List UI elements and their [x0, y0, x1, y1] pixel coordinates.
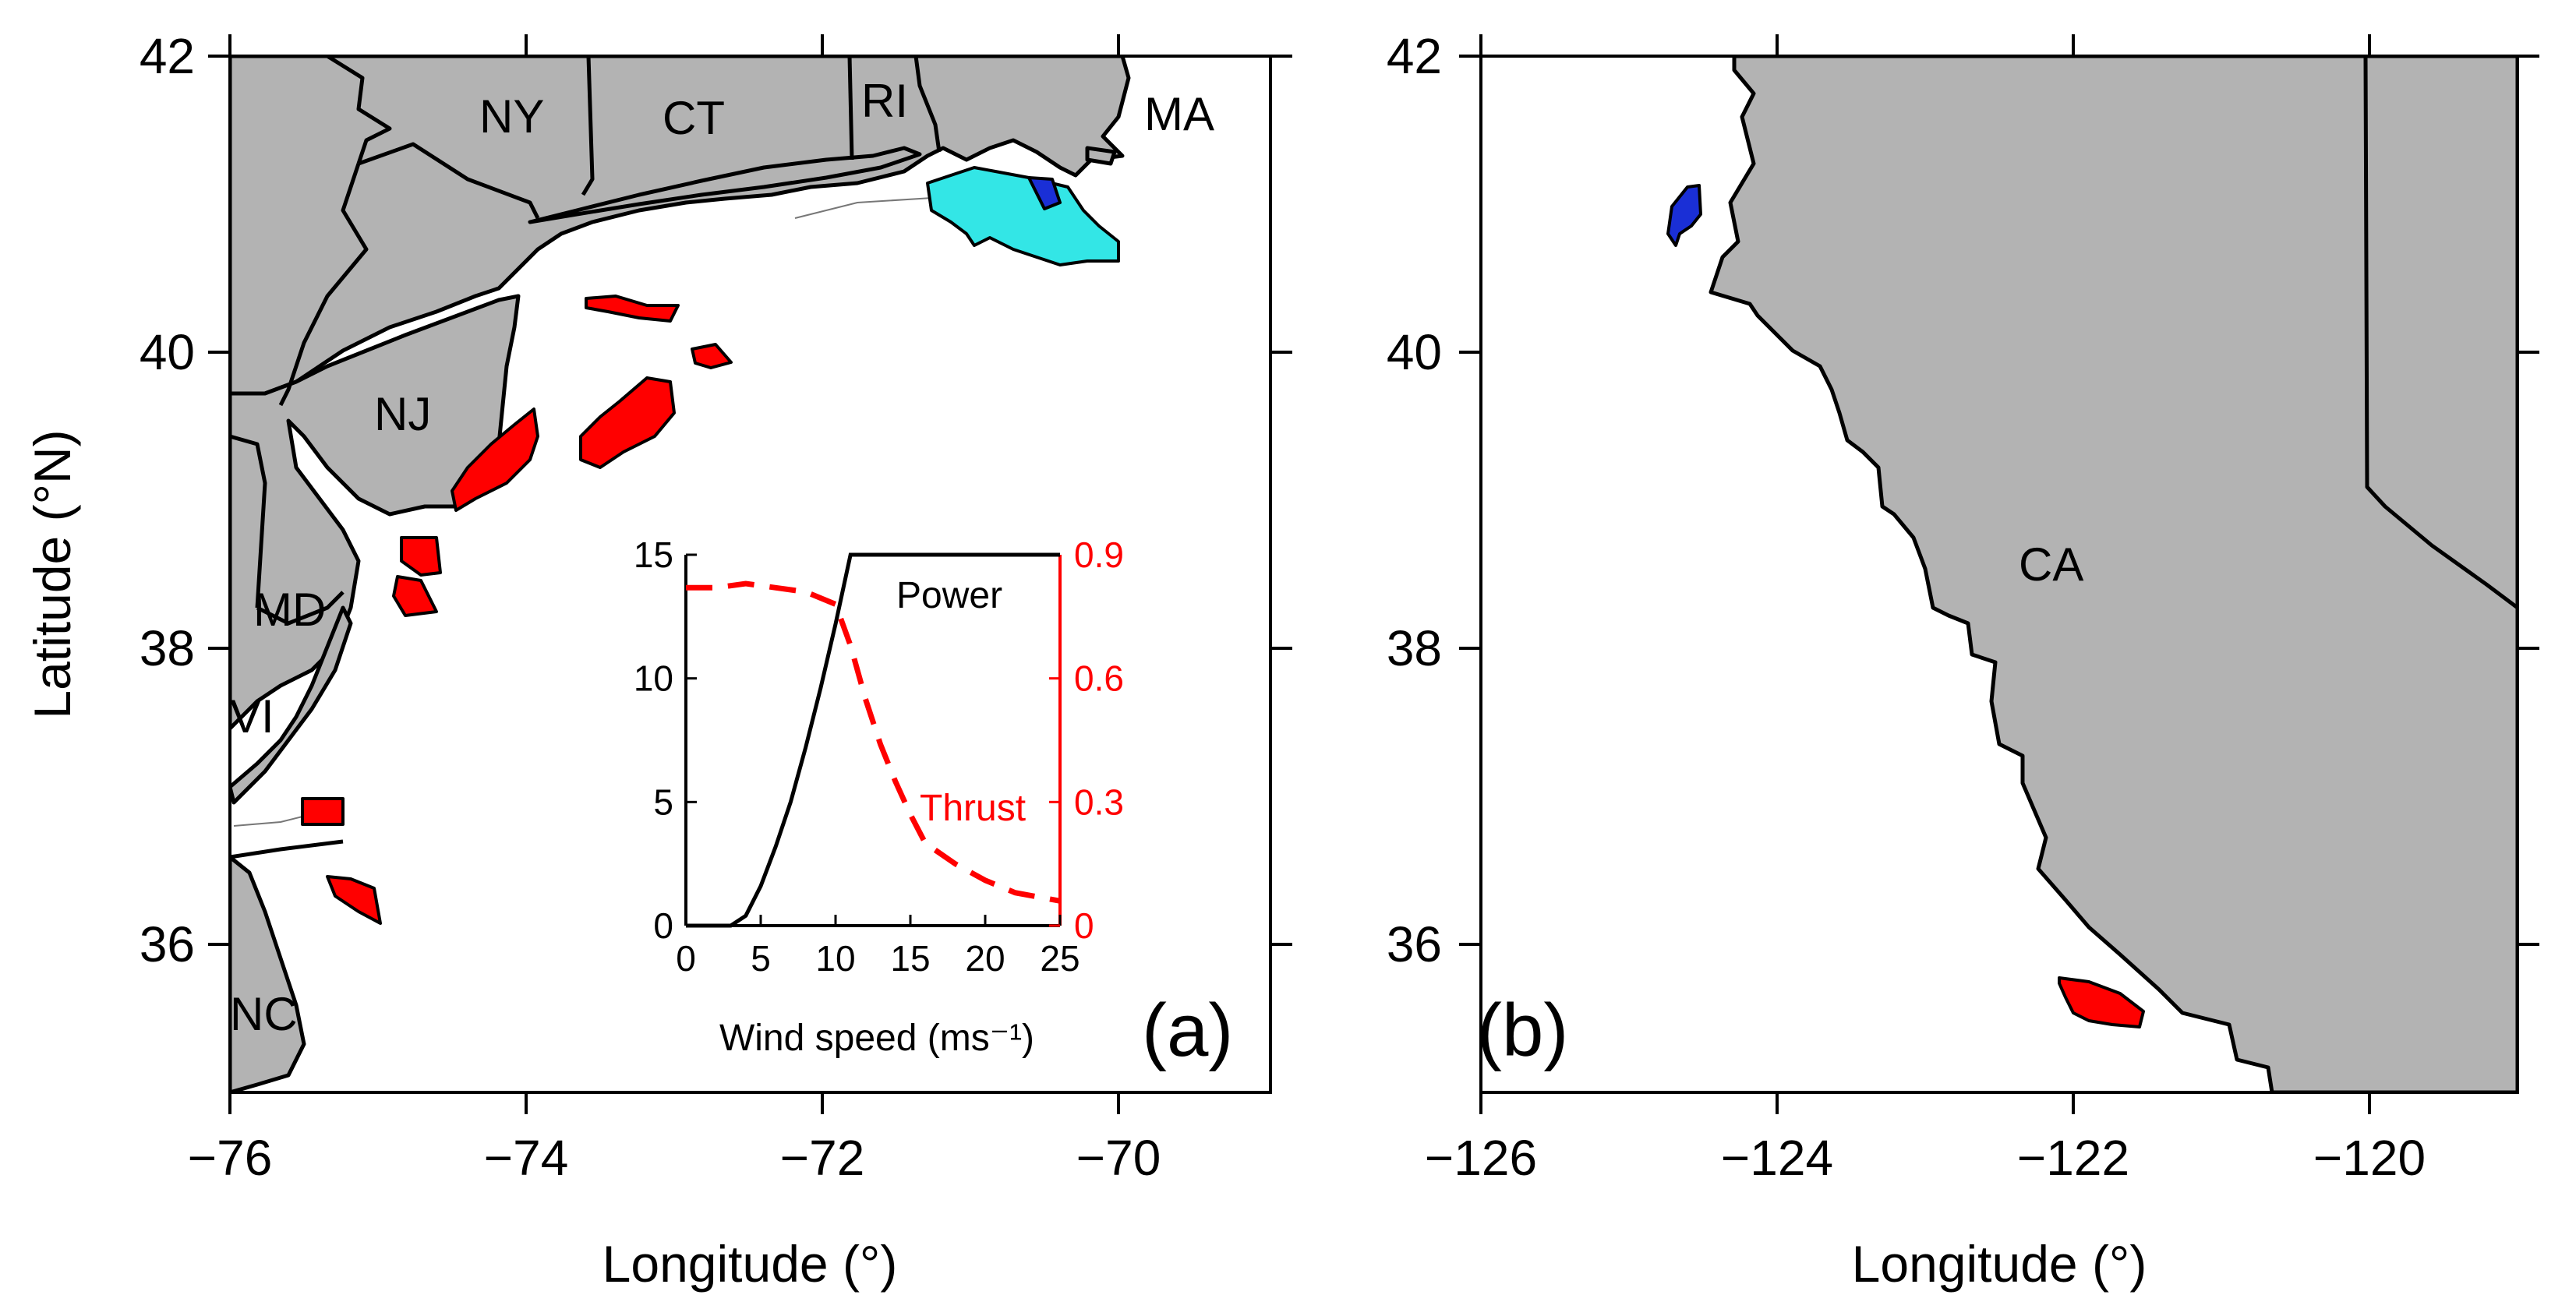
- panel-b-ticks: [1459, 34, 2539, 1114]
- panel-a-ylabel: Latitude (°N): [23, 429, 81, 718]
- panel-a-ytick: 42: [140, 28, 195, 84]
- lease-maryland: [392, 575, 438, 617]
- panel-b-xtick: −120: [2313, 1130, 2426, 1186]
- panel-a-label: (a): [1142, 989, 1233, 1072]
- lease-areas-cyan: [926, 166, 1120, 266]
- land-carolina: [230, 855, 306, 1092]
- panel-b-xlabel: Longitude (°): [1852, 1235, 2147, 1293]
- panel-b-map: CA −126 −124 −122 −120 42 40 38 36 Longi…: [1387, 28, 2539, 1293]
- state-label-ri: RI: [861, 75, 908, 127]
- lease-nj-north: [579, 376, 676, 469]
- inset-xtick-label: 0: [676, 938, 696, 979]
- state-label-ca: CA: [2019, 538, 2083, 591]
- inset-y2tick-label: 0.6: [1074, 658, 1124, 699]
- panel-a-ticks: [208, 34, 1292, 1114]
- inset-xtick-label: 25: [1040, 938, 1080, 979]
- panel-a-map: NY CT RI MA NJ MD VI NC −76 −74 −72 −70: [23, 28, 1292, 1293]
- legend-thrust: Thrust: [920, 788, 1026, 829]
- inset-xtick-label: 15: [890, 938, 930, 979]
- land-virginia: [230, 605, 353, 805]
- panel-a-ytick: 38: [140, 620, 195, 676]
- inset-y2tick-label: 0.9: [1074, 535, 1124, 575]
- state-label-ct: CT: [663, 92, 725, 144]
- panel-b-ytick: 36: [1387, 916, 1442, 972]
- inset-ytick-label: 15: [634, 535, 673, 575]
- land-california: [1708, 56, 2518, 1092]
- state-label-ma: MA: [1144, 88, 1214, 140]
- lease-humboldt: [1666, 184, 1702, 247]
- inset-ytick-label: 10: [634, 658, 673, 699]
- power-curve: [686, 552, 1060, 928]
- state-label-nj: NJ: [374, 388, 431, 440]
- lease-nj-central: [451, 408, 539, 512]
- panel-b-xtick: −126: [1425, 1130, 1537, 1186]
- lease-virginia: [301, 797, 345, 826]
- lease-morro-bay: [2058, 976, 2145, 1028]
- panel-b-xtick: −124: [1721, 1130, 1833, 1186]
- inset-y2tick-label: 0: [1074, 905, 1094, 946]
- lease-areas-red: [301, 295, 733, 925]
- inset-y2tick-label: 0.3: [1074, 781, 1124, 822]
- inset-xlabel: Wind speed (ms⁻¹): [719, 1018, 1034, 1059]
- thrust-curve: [686, 580, 1061, 904]
- lease-vineyard: [1027, 176, 1062, 210]
- panel-a-ytick: 36: [140, 916, 195, 972]
- panel-a-ytick: 40: [140, 324, 195, 380]
- inset-ytick-label: 0: [653, 905, 673, 946]
- state-label-nc: NC: [230, 988, 298, 1040]
- panel-a-xtick: −74: [484, 1130, 569, 1186]
- inset-xtick-label: 5: [751, 938, 771, 979]
- panel-a-xtick: −70: [1076, 1130, 1161, 1186]
- panel-b-ytick: 42: [1387, 28, 1442, 84]
- panel-b-ytick: 38: [1387, 620, 1442, 676]
- inset-ytick-label: 5: [653, 781, 673, 822]
- lease-mass-ri: [926, 166, 1120, 266]
- inset-xtick-label: 20: [965, 938, 1005, 979]
- legend-power: Power: [896, 575, 1002, 616]
- panel-a-xlabel: Longitude (°): [602, 1235, 898, 1293]
- lease-delaware: [400, 536, 442, 577]
- panel-b-ytick: 40: [1387, 324, 1442, 380]
- lease-ny-bight: [585, 295, 680, 323]
- panel-b-xtick: −122: [2017, 1130, 2129, 1186]
- state-label-vi: VI: [230, 690, 274, 743]
- inset-xtick-label: 10: [815, 938, 855, 979]
- panel-a-xtick: −76: [188, 1130, 273, 1186]
- lease-hudson-south: [691, 343, 733, 369]
- panel-a-xtick: −72: [780, 1130, 865, 1186]
- lease-carolina: [326, 875, 382, 925]
- state-label-ny: NY: [479, 90, 544, 143]
- panel-b-label: (b): [1477, 989, 1568, 1072]
- land-long-island: [528, 146, 922, 224]
- state-label-md: MD: [253, 584, 326, 636]
